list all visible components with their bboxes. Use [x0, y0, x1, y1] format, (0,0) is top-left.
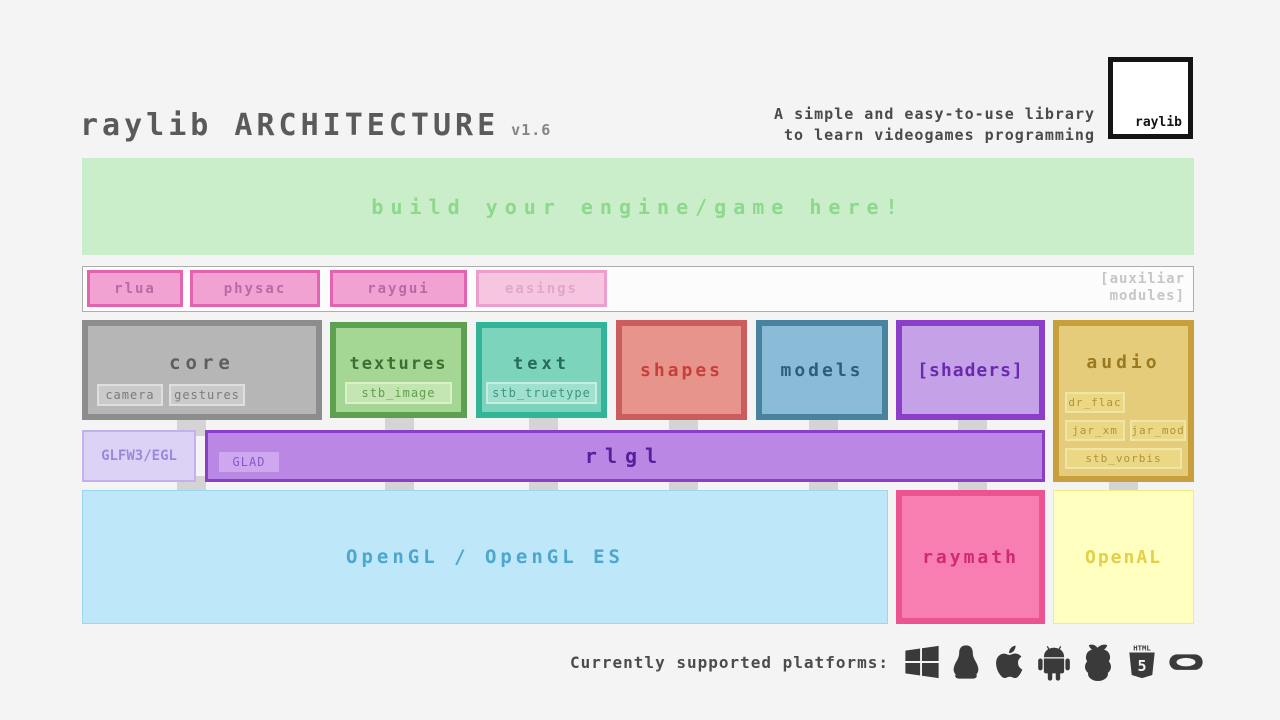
- version-label: v1.6: [511, 121, 552, 139]
- module-raymath: raymath: [896, 490, 1045, 624]
- aux-modules-row: rlua physac raygui easings [auxiliar mod…: [82, 266, 1194, 312]
- windows-icon: [902, 641, 942, 683]
- aux-module-rlua-label: rlua: [114, 280, 156, 297]
- aux-module-raygui-label: raygui: [367, 280, 430, 297]
- aux-module-physac: physac: [190, 270, 320, 307]
- tagline: A simple and easy-to-use library to lear…: [774, 104, 1095, 146]
- module-shaders-label: [shaders]: [917, 359, 1024, 381]
- module-shapes: shapes: [616, 320, 747, 420]
- module-openal: OpenAL: [1053, 490, 1194, 624]
- apple-icon: [990, 641, 1030, 683]
- submodule-glad: GLAD: [217, 450, 281, 474]
- submodule-stb-truetype: stb_truetype: [486, 382, 597, 404]
- module-shaders: [shaders]: [896, 320, 1045, 420]
- module-opengl-label: OpenGL / OpenGL ES: [346, 546, 624, 568]
- header: raylib ARCHITECTURE v1.6: [80, 108, 551, 143]
- aux-module-physac-label: physac: [223, 280, 287, 297]
- oculus-icon: [1166, 641, 1206, 683]
- tagline-line-1: A simple and easy-to-use library: [774, 105, 1095, 123]
- raylib-logo: raylib: [1108, 57, 1193, 139]
- module-core: core camera gestures: [82, 320, 322, 420]
- engine-banner: build your engine/game here!: [82, 158, 1194, 255]
- aux-module-easings: easings: [476, 270, 607, 307]
- module-core-label: core: [169, 352, 235, 374]
- supported-platforms-label: Currently supported platforms:: [570, 653, 889, 672]
- html5-icon-top-text: HTML: [1133, 643, 1151, 652]
- aux-modules-caption: [auxiliar modules]: [1100, 271, 1185, 305]
- module-models: models: [756, 320, 888, 420]
- module-rlgl-label: rlgl: [584, 444, 666, 468]
- page-title: raylib ARCHITECTURE: [80, 108, 500, 143]
- module-models-label: models: [780, 359, 864, 381]
- module-textures: textures stb_image: [330, 322, 467, 418]
- module-textures-label: textures: [349, 354, 448, 374]
- module-openal-label: OpenAL: [1084, 546, 1163, 568]
- submodule-dr-flac: dr_flac: [1065, 392, 1125, 413]
- module-glfw3-egl: GLFW3/EGL: [82, 430, 196, 482]
- raylib-logo-text: raylib: [1135, 115, 1182, 130]
- html5-icon-number: 5: [1137, 657, 1146, 675]
- aux-module-easings-label: easings: [504, 280, 578, 297]
- html5-icon: HTML 5: [1122, 641, 1162, 683]
- aux-caption-line-2: modules]: [1109, 288, 1185, 304]
- platform-icons: HTML 5: [902, 641, 1206, 683]
- submodule-jar-mod: jar_mod: [1130, 420, 1186, 441]
- raspberry-pi-icon: [1078, 641, 1118, 683]
- submodule-camera: camera: [97, 384, 163, 406]
- linux-icon: [946, 641, 986, 683]
- android-icon: [1034, 641, 1074, 683]
- engine-banner-label: build your engine/game here!: [371, 194, 905, 219]
- module-raymath-label: raymath: [922, 546, 1019, 568]
- submodule-gestures: gestures: [169, 384, 245, 406]
- module-audio-label: audio: [1086, 352, 1161, 373]
- module-shapes-label: shapes: [639, 359, 724, 381]
- module-audio: audio dr_flac jar_xm jar_mod stb_vorbis: [1053, 320, 1194, 482]
- submodule-stb-image: stb_image: [345, 382, 452, 404]
- submodule-stb-vorbis: stb_vorbis: [1065, 448, 1182, 469]
- aux-module-raygui: raygui: [330, 270, 467, 307]
- submodule-jar-xm: jar_xm: [1065, 420, 1125, 441]
- module-glfw3-egl-label: GLFW3/EGL: [101, 448, 177, 464]
- module-rlgl: rlgl GLAD: [205, 430, 1045, 482]
- module-text: text stb_truetype: [476, 322, 607, 418]
- aux-module-rlua: rlua: [87, 270, 183, 307]
- aux-caption-line-1: [auxiliar: [1100, 271, 1185, 287]
- tagline-line-2: to learn videogames programming: [784, 126, 1095, 144]
- module-opengl: OpenGL / OpenGL ES: [82, 490, 888, 624]
- module-text-label: text: [513, 354, 570, 374]
